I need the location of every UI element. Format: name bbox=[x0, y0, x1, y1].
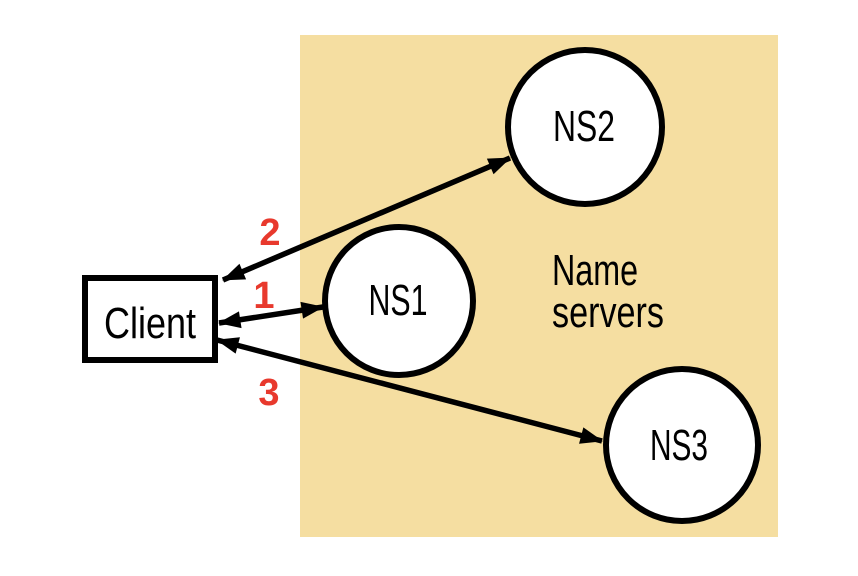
region-label-line2: servers bbox=[552, 288, 664, 337]
node-ns3 bbox=[603, 366, 761, 524]
arrow-client-ns1 bbox=[218, 301, 324, 329]
arrow-client-ns2 bbox=[221, 155, 512, 283]
node-ns2-label: NS2 bbox=[553, 102, 615, 151]
arrow-client-ns3 bbox=[216, 337, 603, 444]
node-ns3-label: NS3 bbox=[650, 421, 708, 470]
client-label: Client bbox=[104, 299, 196, 348]
region-label-line1: Name bbox=[552, 246, 638, 295]
node-ns1-label: NS1 bbox=[369, 276, 428, 325]
client-box bbox=[82, 275, 218, 363]
node-ns2 bbox=[505, 47, 665, 207]
arrow-number-3: 3 bbox=[258, 372, 279, 414]
arrow-number-1: 1 bbox=[253, 275, 274, 317]
node-ns1 bbox=[322, 224, 476, 378]
arrow-number-2: 2 bbox=[259, 212, 280, 254]
